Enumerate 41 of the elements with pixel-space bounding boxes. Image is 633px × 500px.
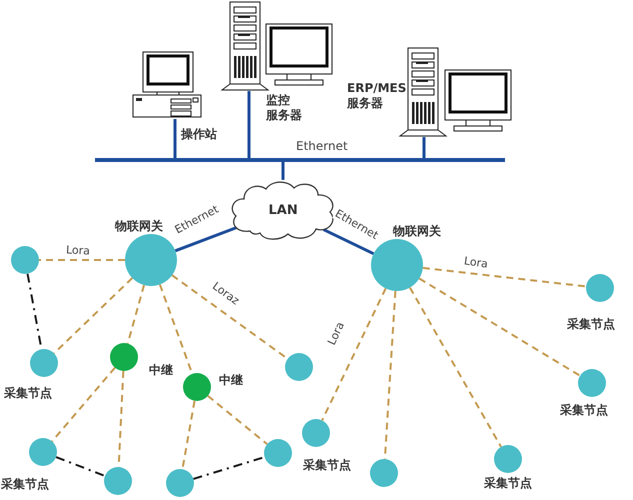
gateway-label: 物联网关 bbox=[115, 218, 163, 234]
node-label: 采集节点 bbox=[4, 386, 52, 400]
station-label: 操作站 bbox=[181, 126, 217, 142]
node-circle bbox=[264, 439, 292, 467]
node-label: 采集节点 bbox=[560, 402, 608, 418]
connector-line bbox=[322, 228, 374, 256]
connector-line bbox=[422, 137, 426, 158]
connector-line bbox=[418, 278, 581, 377]
gateway-label: 物联网关 bbox=[393, 224, 441, 238]
cloud-label: LAN bbox=[268, 202, 298, 218]
edge-label: Lora bbox=[462, 254, 490, 270]
node-circle bbox=[104, 467, 132, 495]
node-label: 采集节点 bbox=[484, 476, 532, 490]
connector-line bbox=[321, 288, 387, 421]
connector-line bbox=[181, 400, 196, 470]
bus-label: Ethernet bbox=[296, 138, 348, 154]
node-circle bbox=[285, 353, 313, 381]
connector-line bbox=[56, 456, 106, 477]
connector-line bbox=[409, 287, 502, 448]
node-label: 采集节点 bbox=[303, 458, 351, 472]
connector-line bbox=[126, 284, 145, 344]
edge-label: Lora bbox=[64, 242, 92, 258]
node-circle bbox=[166, 469, 194, 497]
connector-line bbox=[248, 91, 250, 158]
connector-line bbox=[174, 225, 240, 252]
node-circle bbox=[11, 246, 39, 274]
node-label: 采集节点 bbox=[1, 476, 49, 492]
node-label: 采集节点 bbox=[567, 316, 615, 332]
connector-line bbox=[39, 259, 125, 261]
node-circle bbox=[370, 459, 398, 487]
connector-line bbox=[174, 119, 176, 158]
relay-label: 中继 bbox=[219, 372, 243, 388]
connector-line bbox=[384, 290, 396, 460]
connector-line bbox=[422, 266, 586, 288]
connector-line bbox=[282, 162, 284, 180]
server-label: ERP/MES 服务器 bbox=[347, 81, 406, 111]
relay-label: 中继 bbox=[149, 362, 173, 378]
server-label: 监控服务器 bbox=[266, 93, 302, 123]
connector-line bbox=[207, 395, 268, 445]
connector-line bbox=[193, 456, 265, 480]
connector-line bbox=[51, 367, 116, 442]
